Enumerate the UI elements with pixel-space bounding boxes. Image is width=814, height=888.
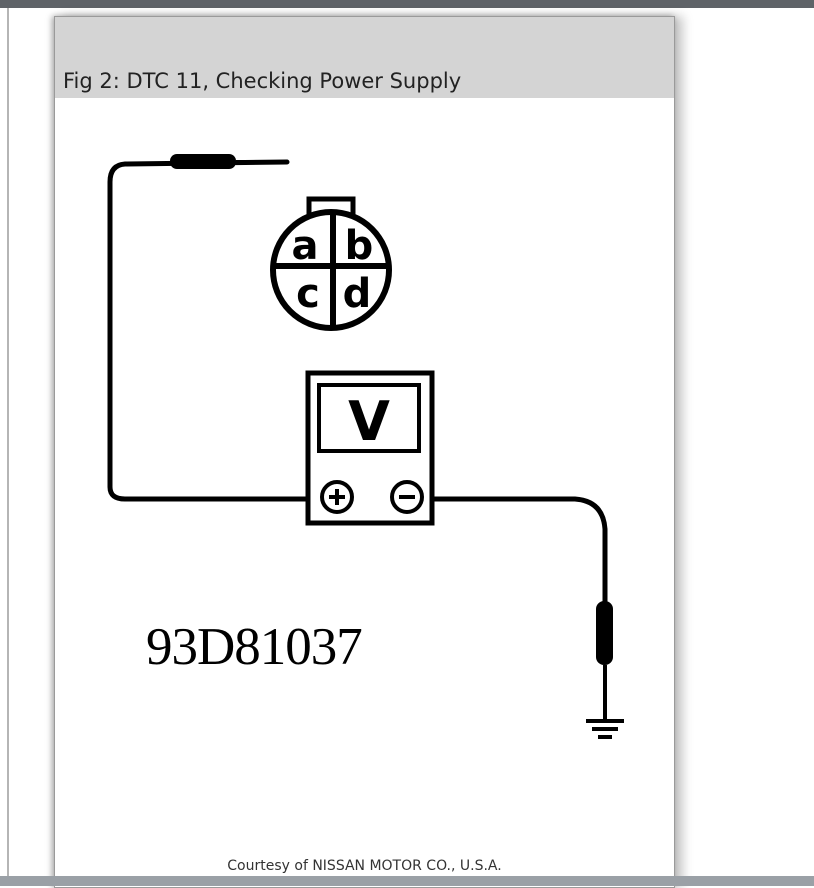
terminal-a: a: [292, 223, 319, 269]
terminal-c: c: [296, 271, 320, 317]
figure-header: Fig 2: DTC 11, Checking Power Supply: [55, 17, 674, 98]
terminal-d: d: [343, 271, 372, 317]
left-page-rule: [7, 8, 9, 876]
courtesy-caption: Courtesy of NISSAN MOTOR CO., U.S.A.: [227, 858, 502, 874]
negative-probe: [596, 601, 613, 665]
negative-terminal-icon: [390, 480, 424, 514]
negative-lead-wire: [429, 496, 608, 605]
positive-terminal-icon: [320, 480, 354, 514]
voltmeter: V: [305, 370, 435, 526]
figure-code: 93D81037: [146, 618, 363, 676]
circuit-diagram: a b c d V: [107, 154, 624, 739]
terminal-b: b: [345, 223, 374, 269]
bottom-scroll-bar[interactable]: [0, 876, 814, 886]
top-window-bar: [0, 0, 814, 8]
figure-card: Fig 2: DTC 11, Checking Power Supply a b…: [54, 16, 675, 888]
figure-title: Fig 2: DTC 11, Checking Power Supply: [63, 69, 462, 93]
positive-lead-wire: [107, 159, 326, 502]
voltmeter-display: V: [348, 390, 390, 453]
connector: a b c d: [270, 196, 392, 331]
probe-icon: [170, 154, 287, 169]
ground-icon: [586, 719, 624, 739]
